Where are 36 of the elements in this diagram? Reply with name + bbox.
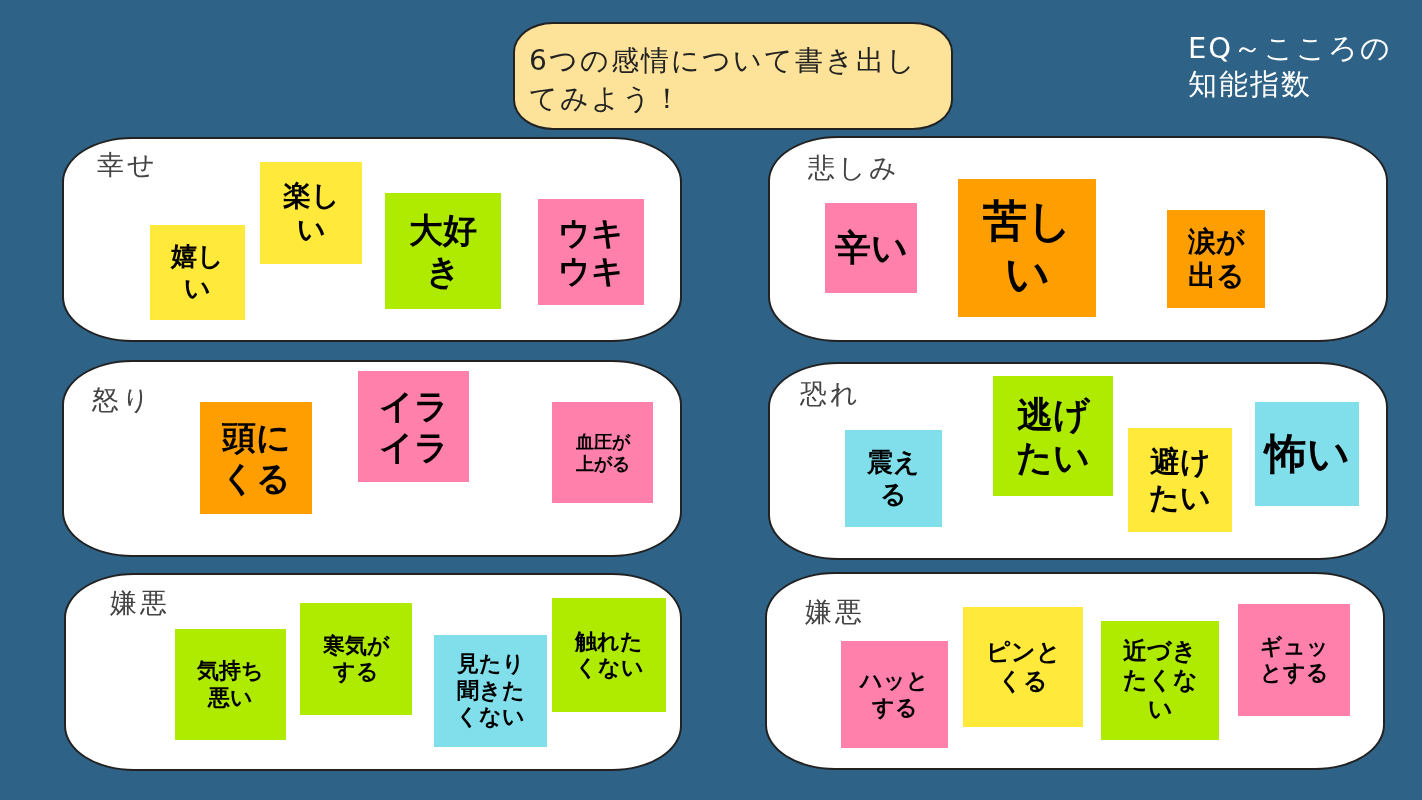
sticky-note: 嬉しい	[150, 225, 245, 320]
category-panel	[62, 360, 682, 557]
sticky-note: 触れたくない	[552, 598, 666, 712]
title-text: EQ～こころの知能指数	[1188, 30, 1394, 103]
sticky-note: 頭にくる	[200, 402, 312, 514]
category-heading: 幸せ	[97, 148, 158, 182]
category-heading: 嫌悪	[110, 586, 170, 620]
sticky-note: 辛い	[825, 203, 917, 293]
sticky-note: 怖い	[1255, 402, 1359, 506]
category-heading: 嫌悪	[805, 595, 865, 629]
sticky-note: ピンとくる	[963, 607, 1083, 727]
sticky-note: 逃げたい	[993, 376, 1113, 496]
sticky-note: 楽しい	[260, 162, 362, 264]
sticky-note: 苦しい	[958, 179, 1096, 317]
sticky-note: 避けたい	[1128, 428, 1232, 532]
category-panel	[768, 136, 1388, 342]
category-panel	[64, 573, 682, 771]
sticky-note: ウキウキ	[538, 199, 644, 305]
sticky-note: 震える	[845, 430, 942, 527]
sticky-note: 見たり聞きたくない	[434, 635, 547, 747]
sticky-note: 涙が出る	[1167, 210, 1265, 308]
sticky-note: 気持ち悪い	[175, 629, 286, 740]
speech-bubble: 6つの感情について書き出してみよう！	[513, 22, 953, 130]
sticky-note: 大好き	[385, 193, 501, 309]
category-panel	[768, 362, 1388, 560]
category-heading: 悲しみ	[808, 151, 900, 185]
sticky-note: ギュッとする	[1238, 604, 1350, 716]
sticky-note: 近づきたくない	[1101, 621, 1219, 740]
sticky-note: ハッとする	[841, 641, 948, 748]
category-panel	[765, 572, 1385, 770]
sticky-note: 血圧が上がる	[552, 402, 653, 503]
category-heading: 恐れ	[800, 377, 861, 411]
category-heading: 怒り	[92, 383, 153, 417]
sticky-note: 寒気がする	[300, 603, 412, 715]
category-panel	[62, 137, 682, 342]
sticky-note: イライラ	[358, 371, 469, 482]
